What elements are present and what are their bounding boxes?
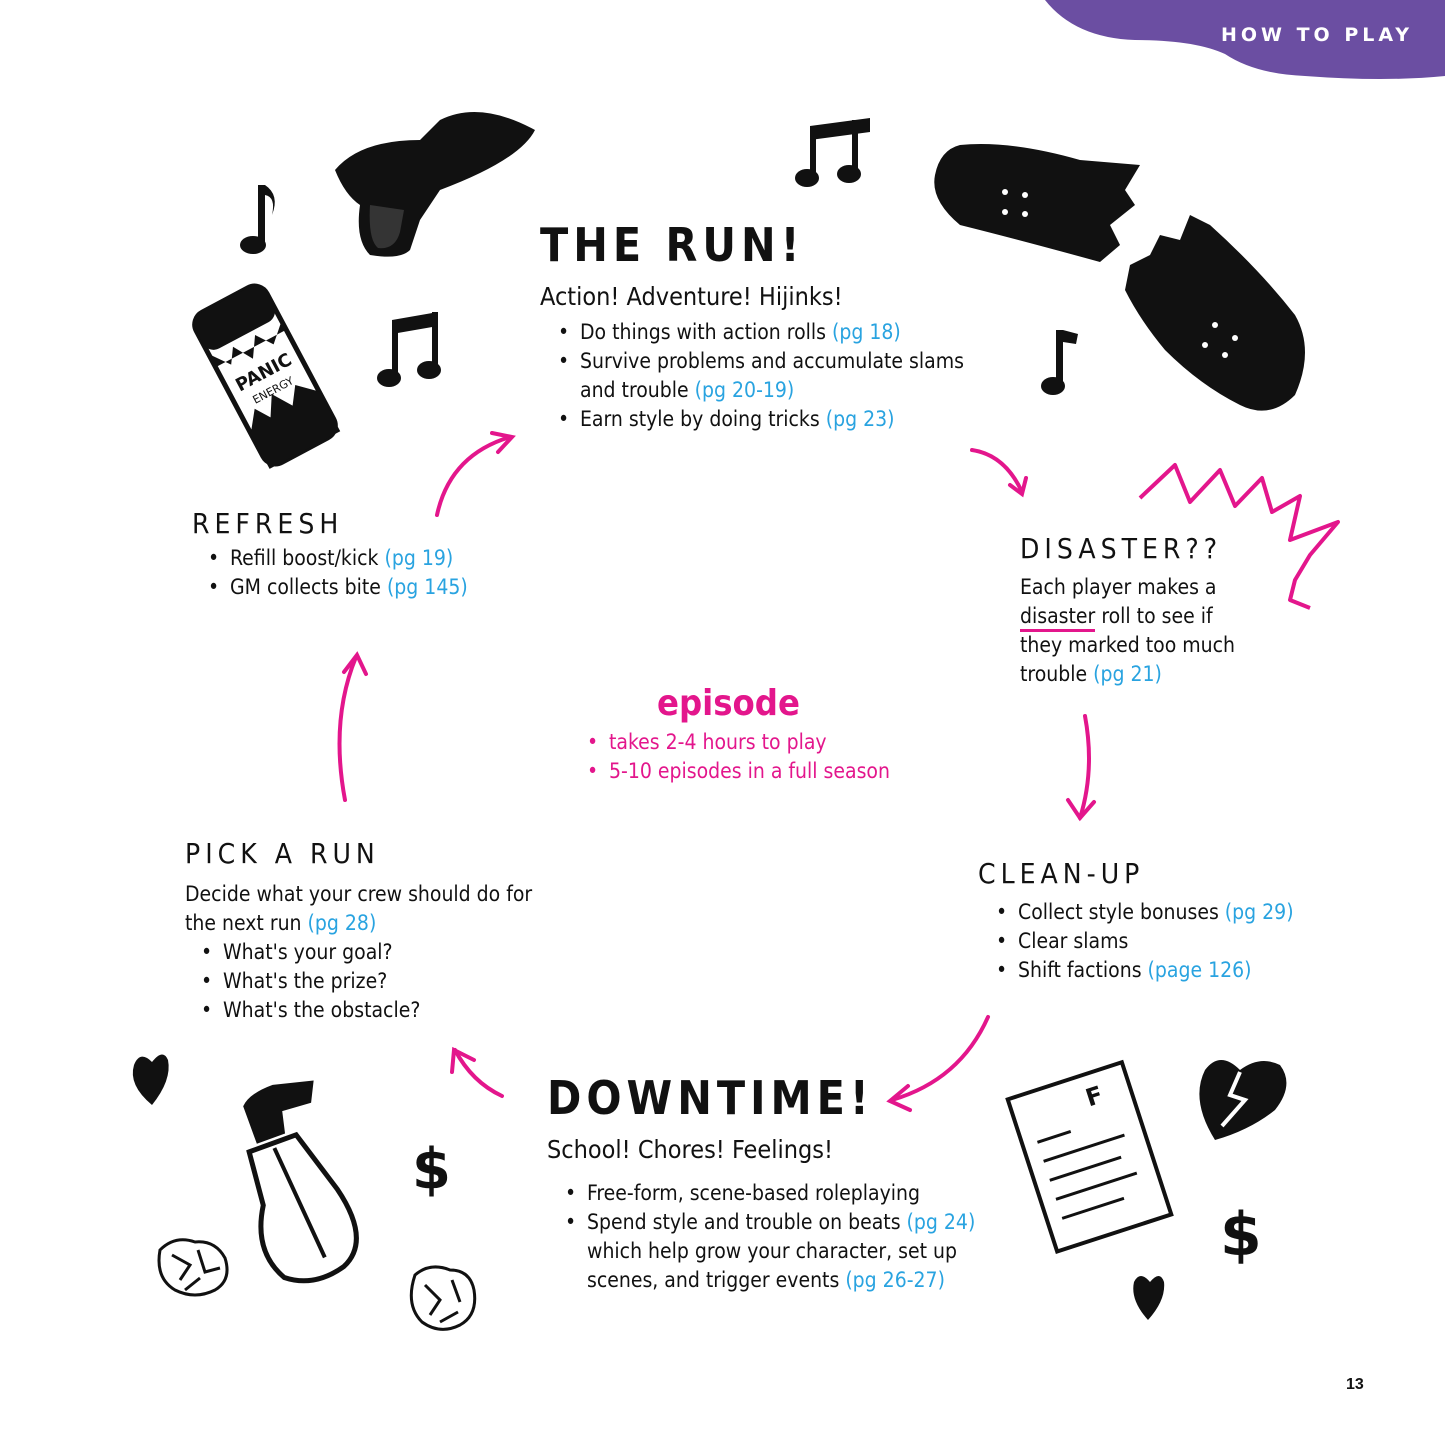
- pick-a-run-section: PICK A RUN Decide what your crew should …: [185, 837, 535, 1026]
- list-item: Spend style and trouble on beats (pg 24)…: [563, 1208, 1027, 1295]
- arrow-cleanup-to-downtime: [890, 1015, 990, 1102]
- disaster-section: DISASTER?? Each player makes a disaster …: [1020, 535, 1260, 689]
- list-item: What's the prize?: [199, 967, 535, 996]
- list-item: What's your goal?: [199, 938, 535, 967]
- downtime-list: Free-form, scene-based roleplaying Spend…: [563, 1179, 1027, 1295]
- downtime-title: DOWNTIME!: [547, 1071, 874, 1125]
- episode-list: takes 2-4 hours to play 5-10 episodes in…: [585, 728, 945, 786]
- arrow-downtime-to-pick: [453, 1048, 504, 1098]
- list-item: Survive problems and accumulate slams an…: [556, 347, 980, 405]
- disaster-keyword: disaster: [1020, 604, 1096, 632]
- section-tab-label: HOW TO PLAY: [1220, 24, 1413, 46]
- the-run-subtitle: Action! Adventure! Hijinks!: [540, 282, 843, 311]
- list-item: Earn style by doing tricks (pg 23): [556, 405, 980, 434]
- arrow-disaster-to-cleanup: [1078, 714, 1091, 820]
- music-note-icon: [240, 185, 275, 254]
- ray-gun-icon: [335, 112, 535, 257]
- broken-heart-icon: [1199, 1060, 1287, 1140]
- failed-test-paper-icon: F: [1005, 1059, 1174, 1255]
- list-item: GM collects bite (pg 145): [206, 573, 512, 602]
- arrow-run-to-disaster: [970, 448, 1024, 494]
- arrow-refresh-to-run: [435, 435, 512, 517]
- section-tab-shape: [1045, 0, 1445, 79]
- pick-a-run-text: Decide what your crew should do for the …: [185, 882, 533, 935]
- pick-a-run-title: PICK A RUN: [185, 837, 380, 870]
- crumpled-paper-icon: [409, 1265, 477, 1331]
- dollar-icon: $: [412, 1137, 451, 1202]
- refresh-title: REFRESH: [192, 507, 344, 540]
- section-tab: HOW TO PLAY: [1025, 0, 1445, 80]
- zigzag-scribble: [1138, 463, 1340, 610]
- list-item: takes 2-4 hours to play: [585, 728, 945, 757]
- arrow-pick-to-refresh: [337, 655, 358, 802]
- refresh-list: Refill boost/kick (pg 19) GM collects bi…: [206, 544, 512, 602]
- episode-section: episode takes 2-4 hours to play 5-10 epi…: [585, 683, 945, 787]
- pick-a-run-list: What's your goal? What's the prize? What…: [199, 938, 535, 1025]
- disaster-text: Each player makes a disaster roll to see…: [1020, 575, 1236, 686]
- spray-bottle-icon: [243, 1080, 359, 1284]
- refresh-section: REFRESH Refill boost/kick (pg 19) GM col…: [192, 507, 512, 603]
- list-item: Clear slams: [994, 927, 1338, 956]
- list-item: What's the obstacle?: [199, 996, 535, 1025]
- crumpled-paper-icon: [157, 1238, 229, 1297]
- dollar-icon: $: [1220, 1200, 1262, 1270]
- broken-skateboard-icon: [934, 144, 1305, 411]
- beamed-notes-icon: [377, 312, 441, 387]
- clean-up-title: CLEAN-UP: [978, 857, 1145, 890]
- heart-icon: [132, 1054, 169, 1105]
- downtime-subtitle: School! Chores! Feelings!: [547, 1135, 833, 1164]
- downtime-section: DOWNTIME! School! Chores! Feelings! Free…: [547, 1075, 1027, 1295]
- list-item: Shift factions (page 126): [994, 956, 1338, 985]
- list-item: 5-10 episodes in a full season: [585, 757, 945, 786]
- list-item: Do things with action rolls (pg 18): [556, 318, 980, 347]
- cycle-arrows: [337, 431, 1096, 1112]
- the-run-list: Do things with action rolls (pg 18) Surv…: [556, 318, 980, 434]
- beamed-notes-icon: [795, 118, 870, 187]
- clean-up-list: Collect style bonuses (pg 29) Clear slam…: [994, 898, 1338, 985]
- the-run-title: THE RUN!: [540, 218, 805, 272]
- list-item: Refill boost/kick (pg 19): [206, 544, 512, 573]
- music-note-icon: [1041, 330, 1078, 395]
- list-item: Free-form, scene-based roleplaying: [563, 1179, 1027, 1208]
- disaster-title: DISASTER??: [1020, 532, 1223, 565]
- heart-icon: [1133, 1276, 1165, 1320]
- energy-drink-can-icon: PANIC ENERGY: [192, 283, 341, 469]
- list-item: Collect style bonuses (pg 29): [994, 898, 1338, 927]
- page-number: 13: [1346, 1376, 1364, 1393]
- the-run-section: THE RUN! Action! Adventure! Hijinks! Do …: [540, 222, 980, 434]
- clean-up-section: CLEAN-UP Collect style bonuses (pg 29) C…: [978, 857, 1338, 986]
- episode-title: episode: [657, 683, 800, 724]
